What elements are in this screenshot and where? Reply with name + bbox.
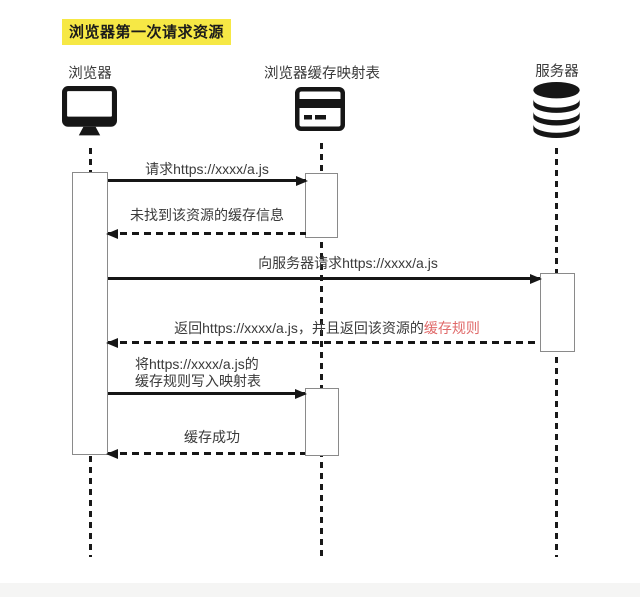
actor-label-browser: 浏览器 (68, 66, 112, 82)
message-label-request-cache: 请求https://xxxx/a.js (145, 161, 269, 177)
arrowhead-right-icon (295, 388, 307, 399)
arrowhead-left-icon (106, 337, 118, 348)
message-label-cache-success: 缓存成功 (184, 429, 240, 445)
lifeline-cache-table (320, 143, 323, 557)
cache-table-icon (295, 87, 345, 131)
message-arrow-cache-miss (106, 228, 306, 239)
database-icon (529, 81, 584, 139)
bottom-edge-strip (0, 583, 640, 597)
actor-label-server: 服务器 (535, 64, 579, 80)
message-arrow-server-response (106, 337, 540, 348)
message-arrow-request-cache (108, 175, 308, 186)
monitor-icon (62, 86, 117, 137)
message-label-cache-rule-highlight: 缓存规则 (423, 320, 480, 336)
arrowhead-left-icon (106, 448, 118, 459)
activation-box-cache-2 (305, 388, 339, 456)
message-label-cache-miss: 未找到该资源的缓存信息 (130, 207, 284, 223)
lifeline-server (555, 148, 558, 557)
activation-box-cache-1 (305, 173, 338, 238)
message-label-server-response-plain: 返回https://xxxx/a.js，并且返回该资源的 (174, 320, 424, 336)
message-label-write-cache: 将https://xxxx/a.js的 缓存规则写入映射表 (135, 356, 261, 389)
message-arrow-cache-success (106, 448, 305, 459)
activation-box-server (540, 273, 575, 352)
activation-box-browser (72, 172, 108, 455)
message-arrow-request-server (108, 273, 542, 284)
arrowhead-right-icon (296, 175, 308, 186)
message-label-request-server: 向服务器请求https://xxxx/a.js (258, 255, 438, 271)
arrowhead-left-icon (106, 228, 118, 239)
actor-label-cache-table: 浏览器缓存映射表 (264, 66, 380, 82)
diagram-title: 浏览器第一次请求资源 (62, 19, 232, 45)
arrowhead-right-icon (530, 273, 542, 284)
message-arrow-write-cache (108, 388, 307, 399)
message-label-server-response: 返回https://xxxx/a.js，并且返回该资源的缓存规则 (107, 318, 547, 338)
